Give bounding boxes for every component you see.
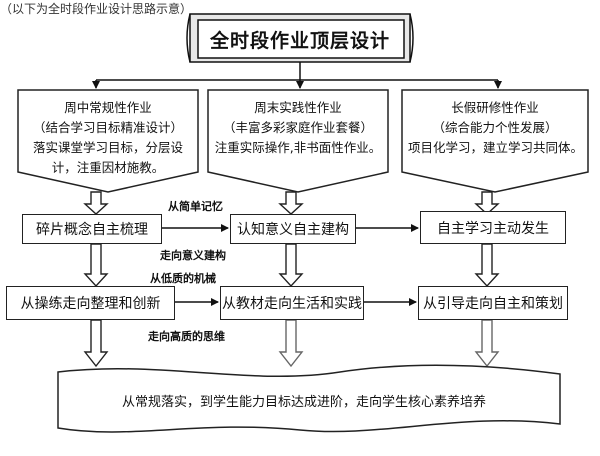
pentagon-line: 周中常规性作业 bbox=[64, 100, 152, 115]
pentagon-line: 计，注重因材施教。 bbox=[51, 160, 165, 175]
stage-box-textbook-to-life: 从教材走向生活和实践 bbox=[220, 286, 364, 320]
block-arrows-row2 bbox=[83, 243, 500, 288]
pentagon-line: （综合能力个性发展） bbox=[432, 120, 558, 135]
title-scroll-banner bbox=[186, 13, 414, 63]
stage-label: 认知意义自主建构 bbox=[237, 222, 349, 238]
pentagon-shapes bbox=[17, 89, 589, 193]
title-connectors bbox=[92, 62, 502, 89]
bottom-banner-text: 从常规落实，到学生能力目标达成进阶，走向学生核心素养培养 bbox=[121, 394, 486, 410]
bottom-wave-banner bbox=[57, 364, 561, 433]
pentagon-weekday-homework: 周中常规性作业 （结合学习目标精准设计） 落实课堂学习目标，分层设 计，注重因材… bbox=[18, 94, 198, 182]
pentagon-line: 注重实际操作,非书面性作业。 bbox=[214, 140, 382, 155]
stage-box-autonomous-learning: 自主学习主动发生 bbox=[420, 211, 566, 244]
label-from-simple-memory: 从简单记忆 bbox=[168, 200, 223, 213]
stage-box-meaning-construction: 认知意义自主建构 bbox=[230, 214, 356, 244]
page-title: 全时段作业顶层设计 bbox=[209, 29, 390, 52]
label-from-low-quality: 从低质的机械 bbox=[150, 272, 216, 285]
stage-label: 自主学习主动发生 bbox=[437, 220, 549, 237]
pentagon-line: （结合学习目标精准设计） bbox=[32, 120, 183, 135]
pentagon-line: 项目化学习，建立学习共同体。 bbox=[408, 140, 584, 155]
stage-label: 碎片概念自主梳理 bbox=[36, 222, 148, 238]
pentagon-weekend-homework: 周末实践性作业 （丰富多彩家庭作业套餐） 注重实际操作,非书面性作业。 bbox=[208, 94, 388, 162]
block-arrows-row3 bbox=[83, 319, 500, 368]
stage-label: 从教材走向生活和实践 bbox=[222, 296, 362, 312]
stage-box-fragment-concepts: 碎片概念自主梳理 bbox=[22, 214, 162, 244]
pentagon-line: 长假研修性作业 bbox=[451, 100, 539, 115]
pentagon-line: 落实课堂学习目标，分层设 bbox=[32, 140, 183, 155]
pentagon-holiday-homework: 长假研修性作业 （综合能力个性发展） 项目化学习，建立学习共同体。 bbox=[402, 94, 588, 162]
pentagon-line: 周末实践性作业 bbox=[254, 100, 342, 115]
stage-label: 从引导走向自主和策划 bbox=[423, 296, 563, 312]
label-toward-high-quality: 走向高质的思维 bbox=[148, 330, 225, 343]
header-partial-text: （以下为全时段作业设计思路示意） bbox=[0, 2, 193, 16]
block-arrows-row1 bbox=[83, 191, 500, 215]
stage-label: 从操练走向整理和创新 bbox=[20, 296, 161, 312]
stage-box-practice-to-innovation: 从操练走向整理和创新 bbox=[6, 286, 175, 320]
pentagon-line: （丰富多彩家庭作业套餐） bbox=[222, 120, 373, 135]
stage-box-guidance-to-autonomy: 从引导走向自主和策划 bbox=[418, 286, 568, 320]
label-toward-meaning: 走向意义建构 bbox=[160, 249, 226, 262]
